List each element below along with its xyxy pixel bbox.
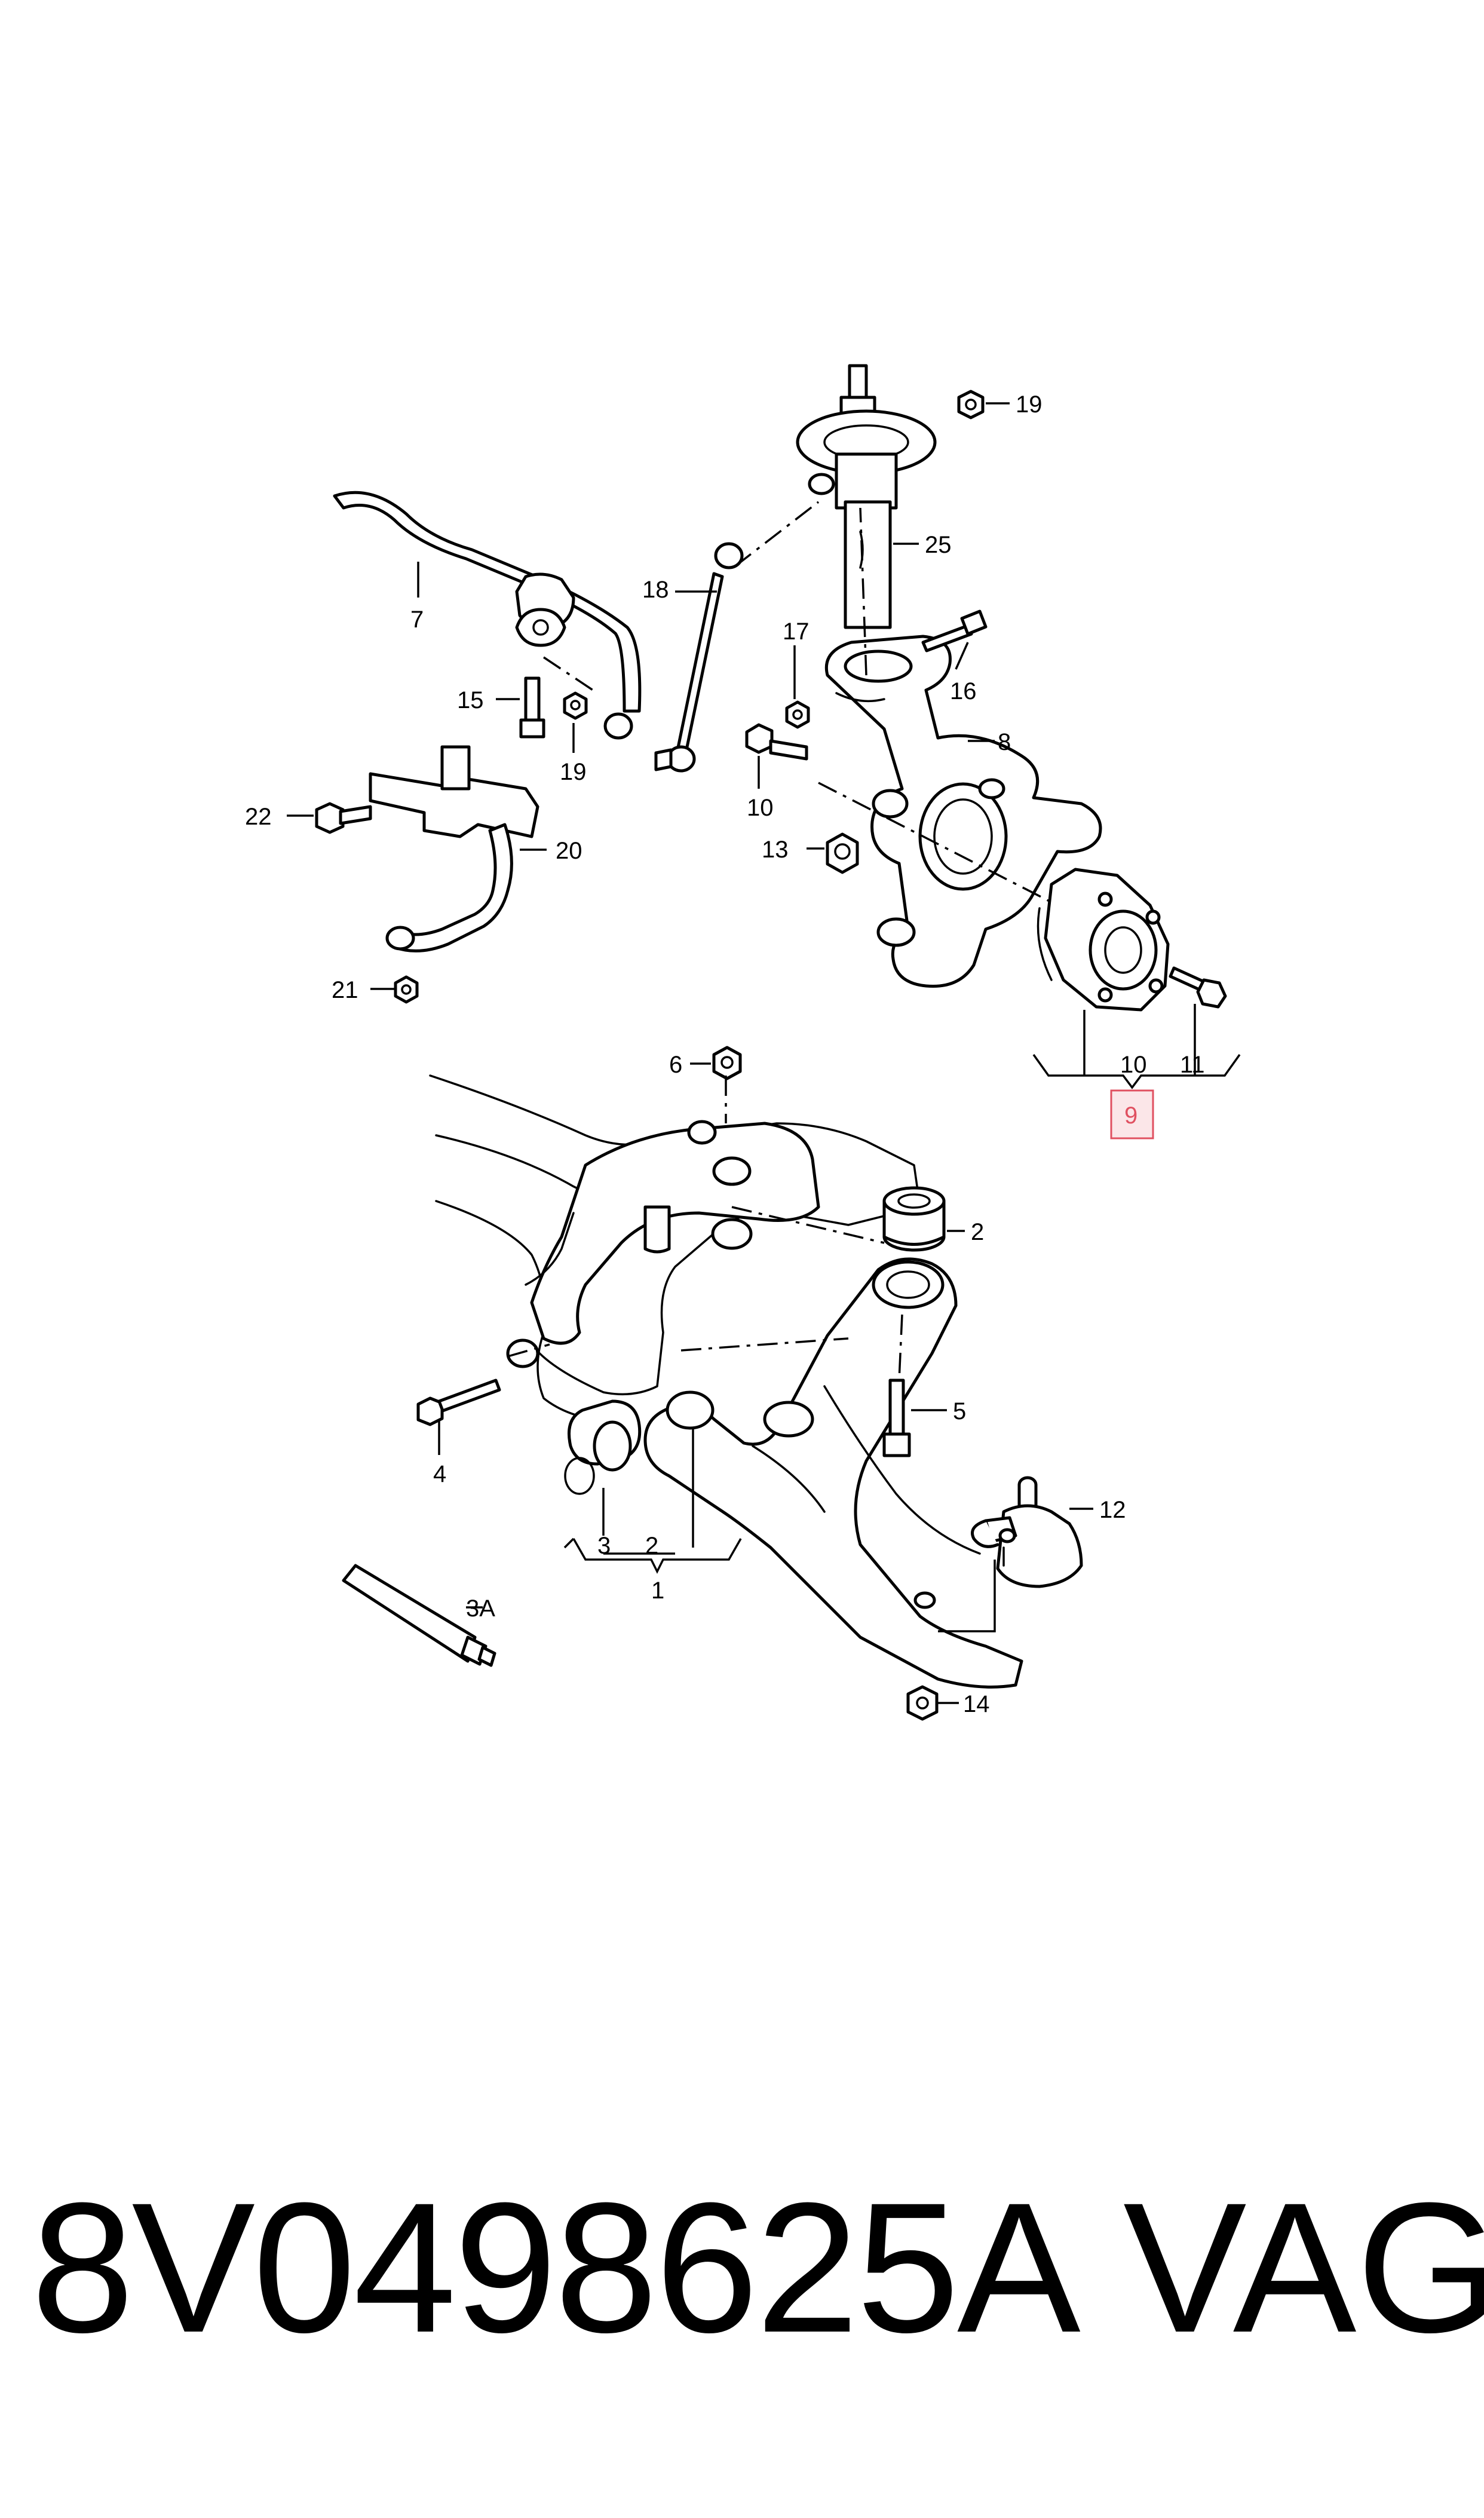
bolt-10-left — [745, 723, 808, 761]
suspension-exploded-view: 19 25 16 17 8 10 13 18 7 15 19 22 20 21 … — [245, 364, 1241, 1721]
nut-6 — [712, 1046, 742, 1080]
callout-15: 15 — [457, 687, 484, 713]
subframe — [429, 1074, 921, 1423]
leader-lines — [287, 402, 1196, 1704]
bolt-5 — [882, 1379, 911, 1457]
callout-17: 17 — [783, 618, 810, 645]
callout-5: 5 — [953, 1398, 966, 1425]
bushing-3 — [564, 1399, 642, 1495]
link-18 — [654, 542, 744, 773]
callout-21: 21 — [332, 977, 358, 1003]
nut-13 — [826, 832, 859, 874]
callout-1: 1 — [651, 1577, 664, 1604]
nut-17 — [785, 700, 810, 729]
callout-7: 7 — [410, 606, 424, 633]
callout-14: 14 — [963, 1691, 990, 1717]
callout-2-top: 2 — [971, 1219, 984, 1245]
nut-19-mid — [563, 691, 588, 720]
callout-25: 25 — [925, 532, 952, 558]
nut-14 — [906, 1685, 939, 1721]
anti-roll-bar-7 — [333, 491, 642, 740]
callout-16: 16 — [950, 678, 977, 704]
brand-name: VAG — [1123, 2164, 1484, 2371]
callout-19-mid: 19 — [560, 759, 587, 785]
callout-19-top: 19 — [1016, 391, 1043, 418]
bushing-2-top — [882, 1186, 946, 1252]
part-number: 8V0498625A — [31, 2164, 1081, 2371]
callout-9: 9 — [1124, 1102, 1137, 1129]
callout-6: 6 — [669, 1052, 682, 1078]
callout-11: 11 — [1180, 1052, 1205, 1078]
bolt-22 — [315, 802, 372, 834]
bolt-11 — [1169, 966, 1227, 1009]
bracket-9 — [1032, 1053, 1241, 1089]
highlight-box-9 — [1110, 1089, 1154, 1139]
ball-joint-12 — [971, 1476, 1083, 1588]
wheel-hub-9 — [1037, 868, 1170, 1012]
nut-19-top — [957, 390, 985, 419]
steering-knuckle-8 — [824, 635, 1102, 988]
nut-21 — [394, 975, 419, 1004]
callout-10-left: 10 — [747, 795, 774, 821]
callout-13: 13 — [762, 837, 789, 863]
grease-tube-3A — [342, 1564, 496, 1667]
bolt-16 — [921, 609, 988, 653]
callout-18: 18 — [642, 577, 669, 603]
callout-10-hub: 10 — [1120, 1052, 1147, 1078]
strut-25 — [796, 364, 937, 629]
callout-labels: 19 25 16 17 8 10 13 18 7 15 19 22 20 21 … — [245, 391, 1205, 1717]
bolt-4 — [416, 1379, 501, 1426]
bracket-1 — [563, 1537, 742, 1574]
callout-3: 3 — [597, 1533, 611, 1559]
callout-20: 20 — [556, 838, 582, 864]
bolt-15 — [519, 676, 545, 739]
callout-4: 4 — [433, 1461, 446, 1487]
control-arm-1 — [643, 1257, 1023, 1689]
callout-3A: 3A — [466, 1595, 495, 1622]
callout-8: 8 — [998, 729, 1011, 755]
callout-12: 12 — [1099, 1497, 1126, 1523]
callout-2-bottom: 2 — [645, 1533, 658, 1559]
callout-22: 22 — [245, 804, 272, 830]
level-sensor-20 — [369, 745, 539, 952]
